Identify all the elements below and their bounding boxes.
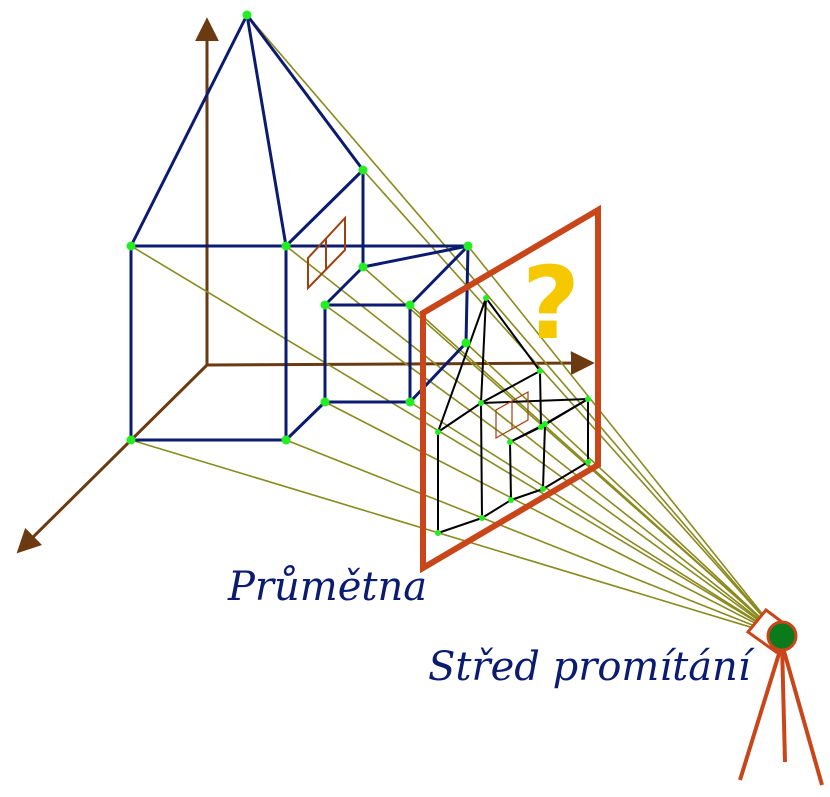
projected-window [495,390,529,440]
tripod-legs [738,643,824,786]
projection-rays [130,14,781,637]
house-vertex [281,435,291,445]
ray-Ufr [285,245,781,637]
house-edge [408,244,470,307]
house-vertex [320,397,330,407]
house-wireframe [129,14,470,442]
projected-edge [437,517,483,534]
projected-vertex [435,530,441,536]
ray-apex [246,14,781,637]
house-edge [464,245,470,344]
projected-edge [509,441,512,501]
camera-tripod-icon [738,607,824,786]
ray-Bbb [465,342,781,637]
house-edge [408,341,468,404]
house-vertex [320,300,330,310]
house-vertex [405,300,415,310]
projected-edge [544,398,589,425]
projected-edge [542,423,546,490]
coordinate-axes [16,17,595,554]
projected-edge [485,297,541,372]
house-edge [284,400,327,442]
projection-plane [420,204,601,574]
house-window [307,215,346,291]
house-vertex [242,10,252,20]
projected-edge [437,402,482,433]
question-mark: ? [522,245,580,362]
house-edge [245,14,288,247]
projected-vertex [508,497,514,503]
projected-vertex [540,486,546,492]
projection-plane-label: Průmětna [227,564,427,610]
house-vertex [358,165,368,175]
projected-edge [480,297,487,404]
house-vertex [358,262,368,272]
projected-edge [481,499,512,519]
projected-edge [539,370,542,428]
projected-vertex [478,400,484,406]
house-vertex [126,241,136,251]
house-edge [362,244,469,269]
projected-edge [510,488,544,501]
projected-vertex [507,439,513,445]
projected-vertex [537,368,543,374]
ray-Bfl [130,439,781,637]
ray-Bfr [285,439,781,637]
ray-Wbr [409,401,781,637]
ray-Wbl [324,401,781,637]
house-edge [284,168,365,248]
house-edge [245,14,365,171]
projected-edge [480,370,541,404]
house-vertex [281,241,291,251]
house-edge [323,265,365,307]
ray-Wtr [409,304,781,637]
house-edge [129,14,249,247]
house-vertex [461,338,471,348]
house-vertex [126,435,136,445]
camera-lens [766,620,798,652]
ray-Wtl [324,304,781,637]
x-axis [206,351,595,376]
projected-edge [480,398,589,404]
projection-center-label: Střed promítání [428,644,756,690]
y-axis [16,363,209,554]
vertex-points [126,10,591,536]
projected-edge [542,461,589,490]
projected-vertex [585,459,591,465]
projected-vertex [585,396,591,402]
projected-vertex [479,515,485,521]
ray-Ufl [130,245,781,637]
projected-vertex [435,429,441,435]
projected-edge [437,297,487,433]
ray-Ur [362,169,781,637]
house-vertex [405,397,415,407]
projected-edge [480,402,483,519]
projected-vertex [542,421,548,427]
projected-vertex [483,295,489,301]
ray-Bb [467,245,781,637]
projected-image [437,297,589,534]
house-vertex [463,241,473,251]
